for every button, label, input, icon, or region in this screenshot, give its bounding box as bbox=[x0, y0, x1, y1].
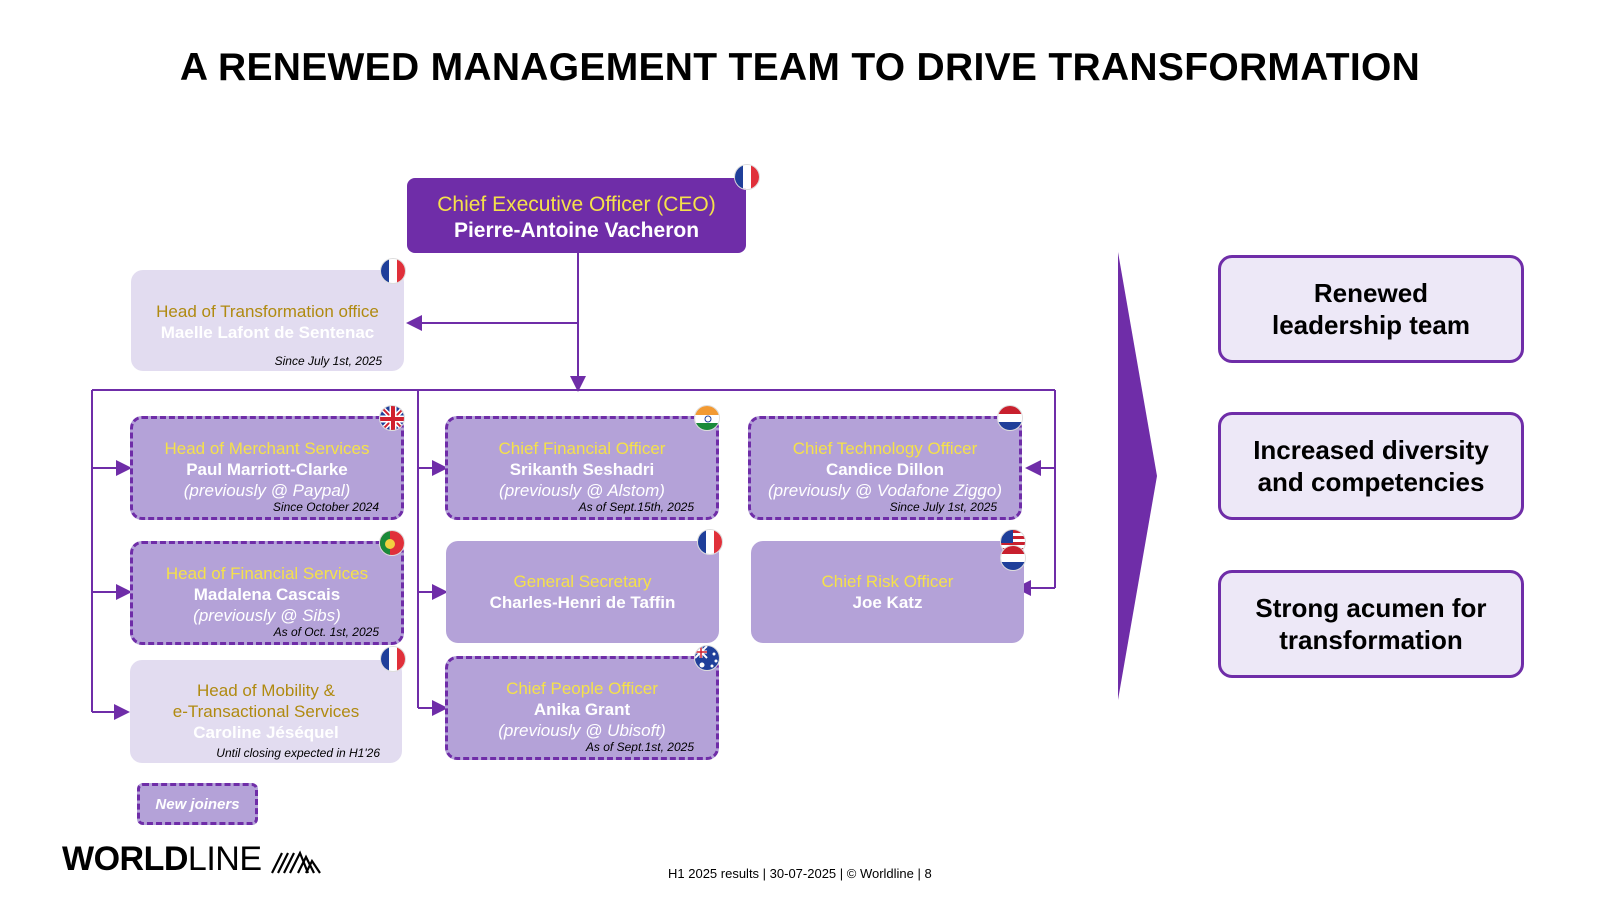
outcome-line1: Increased diversity bbox=[1253, 435, 1489, 465]
slide-title: A RENEWED MANAGEMENT TEAM TO DRIVE TRANS… bbox=[179, 46, 1421, 89]
footer-text: H1 2025 results | 30-07-2025 | © Worldli… bbox=[668, 866, 932, 881]
cro-box: Chief Risk Officer Joe Katz bbox=[751, 529, 1026, 643]
cro-name: Joe Katz bbox=[852, 593, 923, 612]
mobility-name: Caroline Jéséquel bbox=[193, 723, 339, 742]
financial-services-role: Head of Financial Services bbox=[165, 564, 369, 583]
australia-flag-icon bbox=[694, 645, 720, 671]
transformation-box: Head of Transformation office Maelle Laf… bbox=[131, 258, 406, 371]
portugal-flag-icon bbox=[379, 530, 405, 556]
cro-role: Chief Risk Officer bbox=[821, 572, 954, 591]
ceo-box: Chief Executive Officer (CEO) Pierre-Ant… bbox=[407, 164, 760, 253]
secretary-role: General Secretary bbox=[513, 572, 652, 591]
france-flag-icon bbox=[380, 646, 406, 672]
financial-services-box: Head of Financial Services Madalena Casc… bbox=[130, 530, 405, 645]
general-secretary-box: General Secretary Charles-Henri de Taffi… bbox=[446, 529, 723, 643]
merchant-name: Paul Marriott-Clarke bbox=[186, 460, 348, 479]
logo-text-light: LINE bbox=[187, 840, 262, 878]
transformation-role: Head of Transformation office bbox=[156, 302, 379, 321]
logo-text-bold: WORLD bbox=[62, 840, 188, 878]
cto-role: Chief Technology Officer bbox=[792, 439, 978, 458]
financial-services-since: As of Oct. 1st, 2025 bbox=[273, 625, 379, 639]
cfo-since: As of Sept.15th, 2025 bbox=[578, 500, 694, 514]
netherlands-flag-icon bbox=[1000, 545, 1026, 571]
cfo-role: Chief Financial Officer bbox=[498, 439, 666, 458]
financial-services-previous: (previously @ Sibs) bbox=[193, 606, 341, 625]
outcome-line2: and competencies bbox=[1257, 467, 1485, 497]
india-flag-icon bbox=[694, 405, 720, 431]
cfo-box: Chief Financial Officer Srikanth Seshadr… bbox=[445, 405, 720, 520]
merchant-previous: (previously @ Paypal) bbox=[183, 481, 351, 500]
outcome-line1: Renewed bbox=[1313, 278, 1429, 308]
outcome-line1: Strong acumen for bbox=[1255, 593, 1487, 623]
merchant-since: Since October 2024 bbox=[272, 500, 379, 514]
cfo-previous: (previously @ Alstom) bbox=[499, 481, 665, 500]
cpo-box: Chief People Officer Anika Grant (previo… bbox=[445, 645, 720, 760]
new-joiners-legend: New joiners bbox=[137, 783, 258, 825]
france-flag-icon bbox=[380, 258, 406, 284]
mobility-box: Head of Mobility & e-Transactional Servi… bbox=[130, 646, 406, 763]
uk-flag-icon bbox=[379, 405, 405, 431]
cpo-role: Chief People Officer bbox=[506, 679, 658, 698]
transformation-name: Maelle Lafont de Sentenac bbox=[160, 323, 375, 342]
cpo-name: Anika Grant bbox=[533, 700, 631, 719]
mobility-role-line2: e-Transactional Services bbox=[172, 702, 360, 721]
mobility-role-line1: Head of Mobility & bbox=[197, 681, 335, 700]
transformation-since: Since July 1st, 2025 bbox=[274, 354, 382, 368]
chevron-arrow-icon bbox=[1118, 252, 1157, 700]
financial-services-name: Madalena Cascais bbox=[193, 585, 341, 604]
cto-box: Chief Technology Officer Candice Dillon … bbox=[748, 405, 1023, 520]
merchant-services-box: Head of Merchant Services Paul Marriott-… bbox=[130, 405, 405, 520]
cpo-previous: (previously @ Ubisoft) bbox=[498, 721, 666, 740]
ceo-role: Chief Executive Officer (CEO) bbox=[437, 193, 716, 216]
france-flag-icon bbox=[697, 529, 723, 555]
netherlands-flag-icon bbox=[997, 405, 1023, 431]
outcome-line2: transformation bbox=[1279, 625, 1463, 655]
mobility-since: Until closing expected in H1'26 bbox=[216, 746, 380, 760]
france-flag-icon bbox=[734, 164, 760, 190]
cto-name: Candice Dillon bbox=[825, 460, 945, 479]
secretary-name: Charles-Henri de Taffin bbox=[489, 593, 676, 612]
cfo-name: Srikanth Seshadri bbox=[509, 460, 655, 479]
cto-previous: (previously @ Vodafone Ziggo) bbox=[768, 481, 1002, 500]
worldline-wave-icon bbox=[270, 850, 321, 874]
ceo-name: Pierre-Antoine Vacheron bbox=[453, 219, 700, 242]
outcome-line2: leadership team bbox=[1272, 310, 1470, 340]
cpo-since: As of Sept.1st, 2025 bbox=[585, 740, 694, 754]
merchant-role: Head of Merchant Services bbox=[164, 439, 370, 458]
cto-since: Since July 1st, 2025 bbox=[889, 500, 997, 514]
